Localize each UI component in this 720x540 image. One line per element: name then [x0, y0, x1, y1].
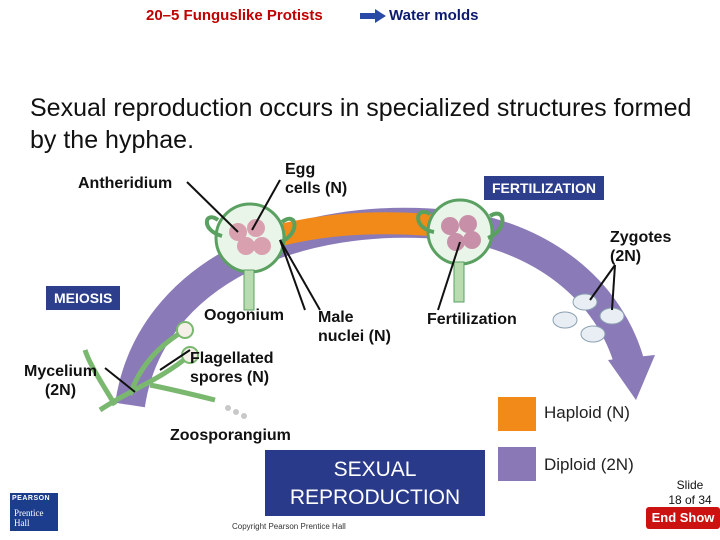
label-fertilization-box: FERTILIZATION — [484, 176, 604, 200]
label-egg-cells-line2: cells (N) — [285, 179, 347, 198]
label-meiosis-box: MEIOSIS — [46, 286, 120, 310]
slide-counter: Slide 18 of 34 — [660, 478, 720, 508]
label-male-nuclei-line2: nuclei (N) — [318, 327, 391, 346]
end-show-button[interactable]: End Show — [646, 507, 720, 529]
flagellated-spores — [225, 405, 247, 419]
label-male-nuclei-line1: Male — [318, 308, 391, 327]
label-antheridium: Antheridium — [78, 174, 172, 193]
haploid-label: Haploid (N) — [544, 403, 630, 423]
label-zygotes: Zygotes (2N) — [610, 228, 671, 266]
body-text: Sexual reproduction occurs in specialize… — [30, 92, 710, 156]
slide-counter-label: Slide — [660, 478, 720, 493]
logo-prentice-text: Prentice — [14, 508, 44, 518]
label-zygotes-line1: Zygotes — [610, 228, 671, 247]
label-egg-cells: Egg cells (N) — [285, 160, 347, 198]
label-fertilization: Fertilization — [427, 310, 517, 329]
logo-hall-text: Hall — [14, 518, 44, 528]
sexual-reproduction-line2: REPRODUCTION — [265, 484, 485, 512]
label-egg-cells-line1: Egg — [285, 160, 347, 179]
sexual-reproduction-box: SEXUAL REPRODUCTION — [265, 450, 485, 516]
arrow-right-icon — [360, 9, 386, 23]
slide-counter-value: 18 of 34 — [660, 493, 720, 508]
label-mycelium-line1: Mycelium — [24, 362, 97, 381]
label-mycelium: Mycelium (2N) — [24, 362, 97, 400]
label-flagellated-spores-line1: Flagellated — [190, 349, 274, 368]
copyright-text: Copyright Pearson Prentice Hall — [232, 522, 346, 531]
cycle-arrowhead — [608, 355, 655, 400]
label-zoosporangium: Zoosporangium — [170, 426, 291, 445]
diploid-swatch — [498, 447, 536, 481]
label-flagellated-spores-line2: spores (N) — [190, 368, 274, 387]
diploid-label: Diploid (2N) — [544, 455, 634, 475]
logo-pearson-text: PEARSON — [12, 495, 50, 502]
section-title: 20–5 Funguslike Protists — [146, 7, 323, 24]
topic-title: Water molds — [389, 7, 478, 24]
haploid-swatch — [498, 397, 536, 431]
label-male-nuclei: Male nuclei (N) — [318, 308, 391, 346]
logo-prentice-hall-text: Prentice Hall — [14, 508, 44, 528]
label-mycelium-line2: (2N) — [24, 381, 97, 400]
label-oogonium: Oogonium — [204, 306, 284, 325]
label-flagellated-spores: Flagellated spores (N) — [190, 349, 274, 387]
sexual-reproduction-line1: SEXUAL — [265, 456, 485, 484]
label-zygotes-line2: (2N) — [610, 247, 671, 266]
